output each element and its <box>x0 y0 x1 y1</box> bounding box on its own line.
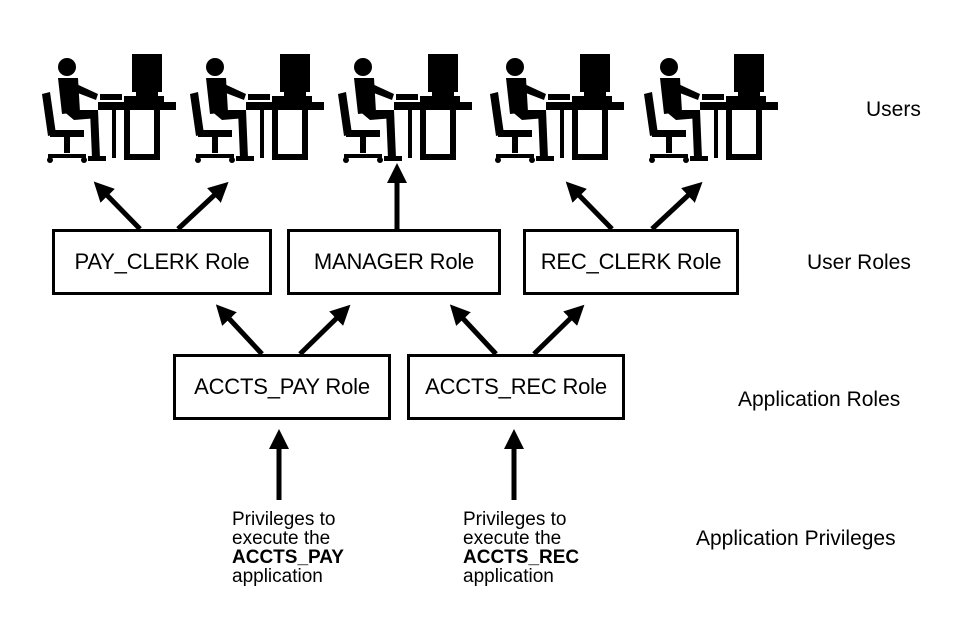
privilege-line: application <box>232 566 323 587</box>
label-application-privileges: Application Privileges <box>696 527 896 550</box>
manager-role-box: MANAGER Role <box>287 229 501 295</box>
privilege-app-name: ACCTS_REC <box>463 547 580 568</box>
user-at-computer-icon <box>490 54 624 163</box>
accts-rec-role-label: ACCTS_REC Role <box>425 374 607 399</box>
privilege-line: execute the <box>463 528 562 549</box>
user-at-computer-icon <box>190 54 324 163</box>
users-group <box>42 54 778 163</box>
pay-clerk-role-box: PAY_CLERK Role <box>52 229 272 295</box>
arrow-up-icon <box>298 304 351 356</box>
arrow-up-icon <box>650 181 703 231</box>
arrow-up-icon <box>565 181 614 231</box>
arrows-group <box>93 163 703 500</box>
accts-rec-role-box: ACCTS_REC Role <box>407 354 625 420</box>
label-users: Users <box>866 98 921 121</box>
privilege-line: Privileges to <box>463 509 567 530</box>
user-at-computer-icon <box>338 54 472 163</box>
accts-pay-role-label: ACCTS_PAY Role <box>194 374 370 399</box>
label-application-roles: Application Roles <box>738 388 901 411</box>
privilege-app-name: ACCTS_PAY <box>232 547 344 568</box>
manager-role-label: MANAGER Role <box>313 249 475 274</box>
accts-pay-role-box: ACCTS_PAY Role <box>173 354 391 420</box>
rec-clerk-role-label: REC_CLERK Role <box>540 249 722 274</box>
user-at-computer-icon <box>42 54 176 163</box>
accts-rec-privileges-text: Privileges to execute the ACCTS_REC appl… <box>463 510 579 586</box>
arrow-up-icon <box>215 304 264 356</box>
user-at-computer-icon <box>644 54 778 163</box>
arrow-up-icon <box>449 304 498 356</box>
accts-pay-privileges-text: Privileges to execute the ACCTS_PAY appl… <box>232 510 344 586</box>
privilege-line: Privileges to <box>232 509 336 530</box>
arrow-up-icon <box>93 181 142 231</box>
arrow-up-icon <box>176 181 229 231</box>
label-user-roles: User Roles <box>807 251 911 274</box>
pay-clerk-role-label: PAY_CLERK Role <box>74 249 250 274</box>
privilege-line: execute the <box>232 528 331 549</box>
rec-clerk-role-box: REC_CLERK Role <box>523 229 739 295</box>
privilege-line: application <box>463 566 554 587</box>
arrow-up-icon <box>532 304 585 356</box>
